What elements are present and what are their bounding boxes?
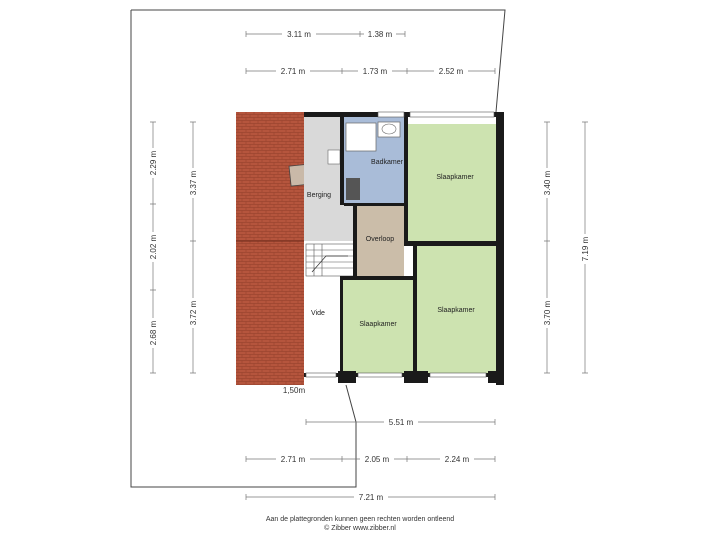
staircase [305,243,357,277]
dim-left-2-68: 2.68 m [149,320,158,345]
left-dimensions-outer: 2.29 m 2.02 m 2.68 m [148,148,158,348]
dim-top-1-73: 1.73 m [363,67,388,76]
room-label-badkamer: Badkamer [371,159,404,166]
room-label-slaapkamer-se: Slaapkamer [437,307,475,314]
dim-top-2-52: 2.52 m [439,67,464,76]
shower [345,122,377,152]
lot-outline [130,9,506,488]
room-label-vide: Vide [311,310,325,317]
utility-unit [327,149,341,165]
dim-top-3-11: 3.11 m [287,30,311,39]
room-label-berging: Berging [307,192,331,199]
dim-top-1-38: 1.38 m [368,30,393,39]
left-dimensions-inner: 3.37 m 3.72 m [188,168,198,328]
dim-bottom-7-21: 7.21 m [359,493,384,502]
top-dimensions-row2: 2.71 m 1.73 m 2.52 m [276,66,468,76]
windows [305,111,495,378]
bedroom-se-area [417,246,496,373]
bottom-dimension-width: 5.51 m [384,417,418,427]
dim-bottom-5-51: 5.51 m [389,418,414,427]
room-label-overloop: Overloop [366,236,395,243]
dim-right-3-70: 3.70 m [543,300,552,325]
dim-left-2-29: 2.29 m [149,150,158,175]
copyright-text: © Zibber www.zibber.nl [324,525,396,532]
right-dimensions-inner: 3.40 m 3.70 m [542,168,552,328]
bedroom-s-area [343,280,413,373]
roof-area [236,112,304,385]
bottom-dimension-total: 7.21 m [354,492,388,502]
bedroom-ne-area [408,124,496,241]
dim-label-1-50: 1,50m [283,386,306,395]
dim-bottom-2-71: 2.71 m [281,455,306,464]
dim-left-3-72: 3.72 m [189,300,198,325]
dim-left-2-02: 2.02 m [149,234,158,259]
dim-bottom-2-05: 2.05 m [365,455,390,464]
room-label-slaapkamer-s: Slaapkamer [359,321,397,328]
cabinet [346,178,360,200]
right-dimensions-outer: 7.19 m [580,234,590,264]
dim-right-3-40: 3.40 m [543,170,552,195]
landing-area [357,203,404,276]
dim-top-2-71: 2.71 m [281,67,306,76]
room-label-slaapkamer-ne: Slaapkamer [436,174,474,181]
dim-bottom-2-24: 2.24 m [445,455,470,464]
disclaimer-text: Aan de plattegronden kunnen geen rechten… [265,516,455,523]
dim-left-3-37: 3.37 m [189,170,198,195]
toilet [381,123,397,135]
bottom-dimensions-row1: 2.71 m 2.05 m 2.24 m [276,454,474,464]
top-dimensions-row1: 3.11 m 1.38 m [282,29,396,39]
footer: Aan de plattegronden kunnen geen rechten… [0,515,720,533]
dim-right-7-19: 7.19 m [581,236,590,261]
